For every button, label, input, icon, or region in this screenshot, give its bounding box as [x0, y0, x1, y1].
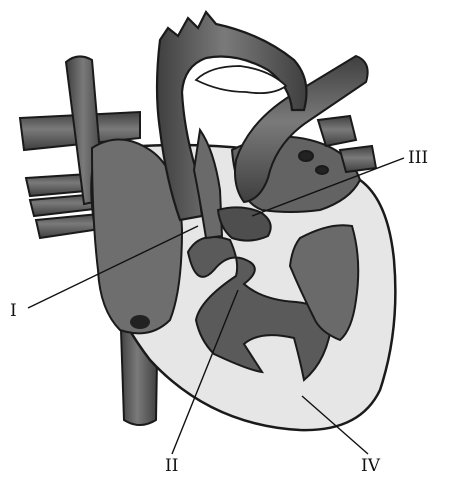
vena-cava-opening	[130, 315, 150, 329]
label-i: I	[10, 303, 17, 320]
label-iii: III	[408, 150, 428, 167]
label-ii: II	[165, 458, 178, 475]
label-iv: IV	[361, 458, 380, 475]
